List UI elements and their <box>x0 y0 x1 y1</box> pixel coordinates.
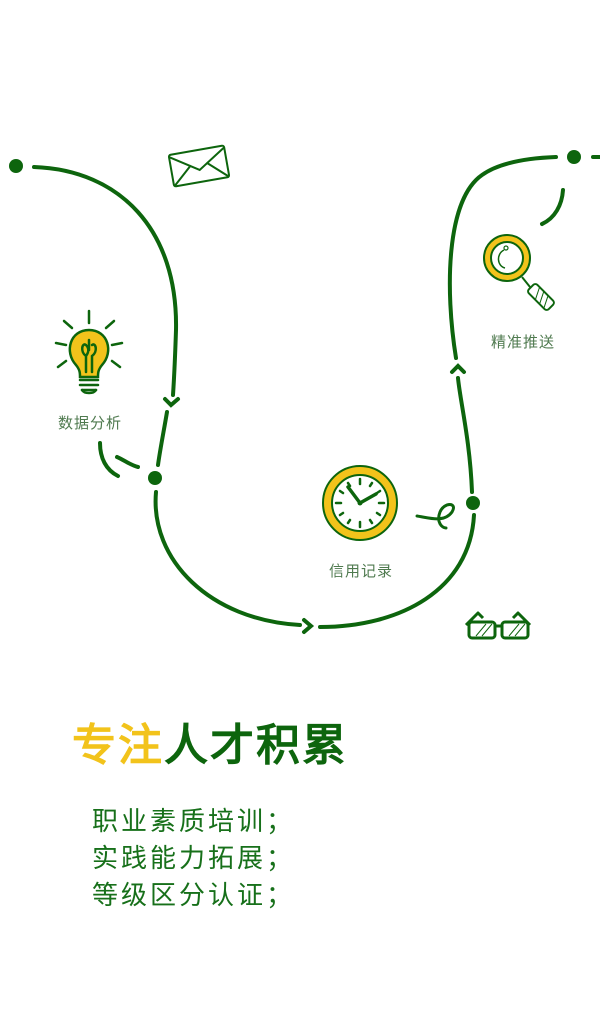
glasses-icon <box>464 611 532 640</box>
feature-list: 职业素质培训； 实践能力拓展； 等级区分认证； <box>92 804 295 915</box>
feature-item: 职业素质培训； <box>92 807 296 837</box>
step-label-data-analysis: 数据分析 <box>58 414 123 432</box>
lightbulb-icon <box>54 309 124 395</box>
step-label-credit-record: 信用记录 <box>329 562 394 580</box>
feature-item: 等级区分认证； <box>92 881 296 911</box>
step-label-precise-push: 精准推送 <box>491 333 556 351</box>
journey-path <box>32 165 179 397</box>
path-node-end <box>567 150 581 164</box>
headline-main: 人才积累 <box>164 720 348 771</box>
clock-icon <box>322 465 398 541</box>
path-node-right <box>466 496 480 510</box>
path-node-start <box>9 159 23 173</box>
journey-illustration <box>9 144 600 640</box>
feature-item: 实践能力拓展； <box>92 844 296 874</box>
envelope-icon <box>167 144 231 188</box>
headline-accent: 专注 <box>72 720 164 771</box>
magnifier-icon <box>483 234 555 311</box>
path-node-left <box>148 471 162 485</box>
headline: 专注人才积累 <box>72 718 348 774</box>
